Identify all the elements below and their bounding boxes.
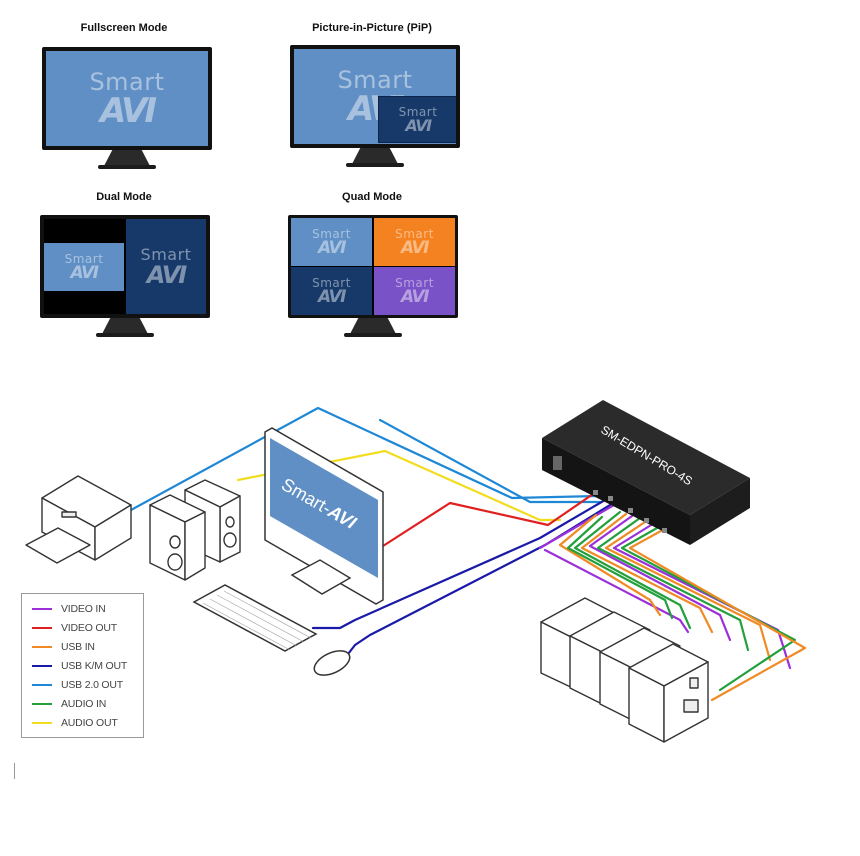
quad-mode-title: Quad Mode	[342, 191, 402, 203]
legend-item-usb-in: USB IN	[32, 641, 95, 653]
text-cursor	[14, 763, 15, 779]
cable-legend: VIDEO IN VIDEO OUT USB IN USB K/M OUT US…	[21, 593, 144, 738]
legend-item-audio-in: AUDIO IN	[32, 698, 106, 710]
cable-usb-km-out	[311, 498, 607, 630]
mouse-icon	[313, 650, 351, 676]
legend-swatch	[32, 664, 52, 668]
dual-mode-title: Dual Mode	[96, 191, 152, 203]
fullscreen-mode-monitor: Smart AVI	[42, 47, 212, 171]
legend-item-video-out: VIDEO OUT	[32, 622, 117, 634]
dual-right-window: Smart AVI	[126, 219, 206, 314]
cable-video-in-pc1	[543, 548, 690, 634]
cable-usb20-out	[129, 406, 600, 512]
pc-tower-4	[628, 643, 709, 743]
cable-video-in	[538, 503, 616, 550]
legend-swatch	[32, 721, 52, 725]
speakers-icon	[149, 479, 241, 581]
legend-swatch	[32, 683, 52, 687]
legend-swatch	[32, 645, 52, 649]
quad-window-4: Smart AVI	[374, 267, 455, 315]
legend-item-usb20-out: USB 2.0 OUT	[32, 679, 123, 691]
legend-swatch	[32, 702, 52, 706]
workstation-monitor: Smart-AVI	[264, 427, 384, 605]
pip-mode-monitor: Smart AVI Smart AVI	[290, 45, 460, 169]
pc-towers	[540, 597, 709, 743]
power-inlet-icon	[553, 456, 562, 470]
cable-video-out	[381, 490, 598, 548]
smartavi-logo: Smart AVI	[89, 67, 165, 131]
quad-window-2: Smart AVI	[374, 218, 455, 266]
pip-inset-window: Smart AVI	[378, 96, 456, 143]
keyboard-icon	[192, 584, 318, 652]
legend-swatch	[32, 607, 52, 611]
legend-swatch	[32, 626, 52, 630]
quad-window-3: Smart AVI	[291, 267, 372, 315]
legend-item-audio-out: AUDIO OUT	[32, 717, 118, 729]
dual-mode-monitor: Smart AVI Smart AVI	[40, 215, 210, 339]
dual-left-window: Smart AVI	[44, 243, 124, 291]
printer-icon	[25, 475, 132, 564]
pc-tower-3	[599, 627, 681, 723]
pc-tower-2	[569, 611, 651, 707]
quad-mode-monitor: Smart AVI Smart AVI Smart AVI Smart AVI	[288, 215, 458, 339]
kvm-device: SM-EDPN-PRO-4S	[542, 400, 750, 545]
legend-item-video-in: VIDEO IN	[32, 603, 106, 615]
legend-item-usb-km-out: USB K/M OUT	[32, 660, 127, 672]
cable-usb20-out-2	[378, 418, 602, 504]
fullscreen-mode-title: Fullscreen Mode	[80, 22, 168, 34]
pip-mode-title: Picture-in-Picture (PiP)	[312, 22, 432, 34]
quad-window-1: Smart AVI	[291, 218, 372, 266]
